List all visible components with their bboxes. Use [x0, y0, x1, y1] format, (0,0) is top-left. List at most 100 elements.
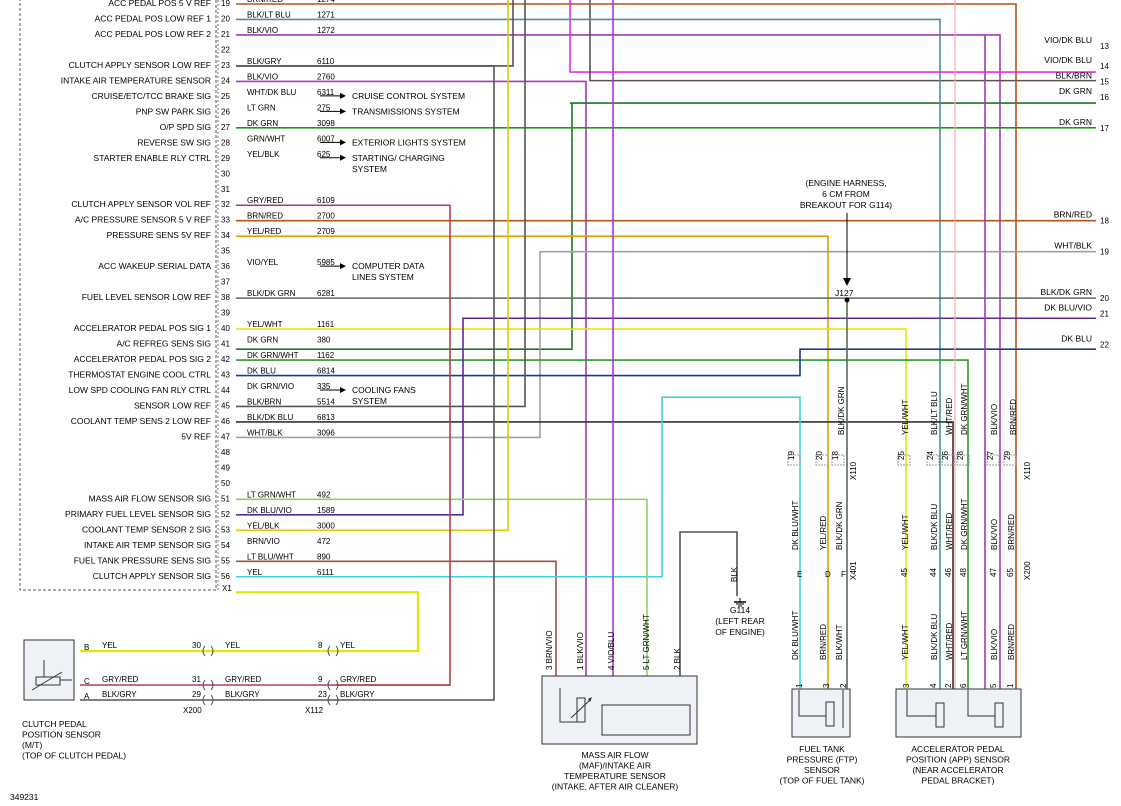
clutch-title-3: (TOP OF CLUTCH PEDAL) — [22, 751, 126, 761]
lower-wire-5: WHT/RED — [945, 622, 954, 660]
pin-circuit-36: 5985 — [317, 258, 335, 267]
ref-label-22: DK BLU — [1061, 334, 1092, 344]
x110-pin-box-26 — [941, 454, 955, 466]
ground-wire-label: BLK — [730, 566, 739, 582]
x112-connector-0 — [327, 645, 339, 657]
pin-circuit-25: 6311 — [317, 88, 335, 97]
ref-label-13: VIO/DK BLU — [1044, 35, 1092, 45]
x112-pin-0: 8 — [318, 641, 323, 650]
ftp-pin-3: 3 — [822, 683, 831, 688]
pin-wire-52: DK BLU/VIO — [247, 506, 292, 515]
x401-pin-D: D — [825, 570, 831, 579]
maf-wire-3: 3 BRN/VIO — [545, 630, 554, 670]
pin-number-37: 37 — [221, 278, 230, 287]
ref-label-15: BLK/BRN — [1056, 70, 1092, 80]
x110-wire-5: WHT/RED — [945, 512, 954, 550]
pin-wire-26: LT GRN — [247, 103, 276, 112]
pin-wire-46: BLK/DK BLU — [247, 413, 293, 422]
arrow-label-3: STARTING/ CHARGING — [352, 153, 445, 163]
clutch-pin-C: C — [84, 677, 90, 686]
pin-circuit-38: 6281 — [317, 289, 335, 298]
x110-pin-box-24 — [926, 454, 940, 466]
pin-wire-32: GRY/RED — [247, 196, 284, 205]
pin-circuit-19: 1274 — [317, 0, 335, 4]
pin-number-22: 22 — [221, 45, 230, 54]
pin-circuit-27: 3098 — [317, 119, 335, 128]
pin-number-42: 42 — [221, 355, 230, 364]
maf-sensor — [541, 675, 698, 745]
x112-label: X112 — [305, 706, 324, 715]
x110-pin-29: 29 — [1003, 451, 1012, 460]
pin-circuit-56: 6111 — [317, 568, 334, 577]
pin-number-27: 27 — [221, 123, 230, 132]
x200-connector-1 — [202, 679, 214, 691]
pin-name-52: PRIMARY FUEL LEVEL SENSOR SIG — [65, 509, 211, 519]
pin-wire-47: WHT/BLK — [247, 428, 283, 437]
pin-name-29: STARTER ENABLE RLY CTRL — [94, 153, 212, 163]
pin-number-54: 54 — [221, 541, 230, 550]
top-vert-label-4: DK GRN/WHT — [960, 383, 969, 435]
wire-53 — [236, 0, 509, 532]
ref-num-14: 14 — [1100, 62, 1109, 71]
x200b-pin-48: 48 — [959, 568, 968, 577]
pin-wire-44: DK GRN/VIO — [247, 382, 294, 391]
pin-circuit-23: 6110 — [317, 57, 335, 66]
x110-pin-20: 20 — [815, 451, 824, 460]
pin-circuit-29: 625 — [317, 150, 331, 159]
pin-circuit-45: 5514 — [317, 397, 335, 406]
wire-52 — [236, 317, 1096, 516]
x200b-pin-65: 65 — [1006, 568, 1015, 577]
pin-number-44: 44 — [221, 386, 230, 395]
pin-name-56: CLUTCH APPLY SENSOR SIG — [93, 571, 211, 581]
pin-wire-36: VIO/YEL — [247, 258, 279, 267]
app-title-2: (NEAR ACCELERATOR — [912, 765, 1003, 775]
pin-name-44: LOW SPD COOLING FAN RLY CTRL — [69, 385, 212, 395]
pin-wire-20: BLK/LT BLU — [247, 10, 291, 19]
wire-43 — [236, 348, 1096, 377]
lower-wire-2: BLK/WHT — [835, 624, 844, 660]
pin-number-35: 35 — [221, 247, 230, 256]
pin-circuit-40: 1161 — [317, 320, 335, 329]
ftp-title-2: SENSOR — [804, 765, 840, 775]
maf-title-3: (INTAKE, AFTER AIR CLEANER) — [552, 782, 679, 792]
clutch-wire2-1: GRY/RED — [225, 675, 262, 684]
wire-24 — [236, 560, 557, 690]
x110-wire-7: BLK/VIO — [990, 519, 999, 550]
wire-51 — [236, 498, 648, 690]
ground-note-1: (LEFT REAR — [715, 616, 764, 626]
clutch-sensor — [23, 639, 75, 701]
arrow-label-2: EXTERIOR LIGHTS SYSTEM — [352, 137, 466, 147]
ref-num-19: 19 — [1100, 248, 1109, 257]
pin-name-42: ACCELERATOR PEDAL POS SIG 2 — [74, 354, 212, 364]
pin-circuit-26: 275 — [317, 103, 331, 112]
app-title-0: ACCELERATOR PEDAL — [911, 744, 1004, 754]
engine-harness-note-2: 6 CM FROM — [822, 189, 870, 199]
ref-num-17: 17 — [1100, 124, 1109, 133]
maf-title-2: TEMPERATURE SENSOR — [564, 771, 666, 781]
clutch-wire3-0: YEL — [340, 641, 356, 650]
arrow-label2-3: SYSTEM — [352, 164, 387, 174]
ftp-pin-2: 2 — [839, 683, 848, 688]
splice-dot — [844, 297, 850, 303]
pin-name-53: COOLANT TEMP SENSOR 2 SIG — [82, 524, 211, 534]
pin-name-33: A/C PRESSURE SENSOR 5 V REF — [75, 215, 211, 225]
x110-wire-1: YEL/RED — [819, 516, 828, 550]
maf-wire-4: 4 VIO/BLU — [607, 632, 616, 670]
ftp-pin-1: 1 — [795, 683, 804, 688]
x110-wire-0: DK BLU/WHT — [791, 501, 800, 550]
pin-number-25: 25 — [221, 92, 230, 101]
pin-number-56: 56 — [221, 572, 230, 581]
pin-circuit-51: 492 — [317, 490, 331, 499]
x110-pin-box-27 — [986, 454, 1000, 466]
pin-name-27: O/P SPD SIG — [160, 122, 211, 132]
pin-wire-55: LT BLU/WHT — [247, 552, 294, 561]
pin-number-23: 23 — [221, 61, 230, 70]
clutch-title-1: POSITION SENSOR — [22, 730, 101, 740]
pin-wire-21: BLK/VIO — [247, 26, 278, 35]
x200-connector-2 — [202, 694, 214, 706]
app-pin-5: 5 — [989, 683, 998, 688]
pin-name-36: ACC WAKEUP SERIAL DATA — [98, 261, 211, 271]
pin-number-48: 48 — [221, 448, 230, 457]
